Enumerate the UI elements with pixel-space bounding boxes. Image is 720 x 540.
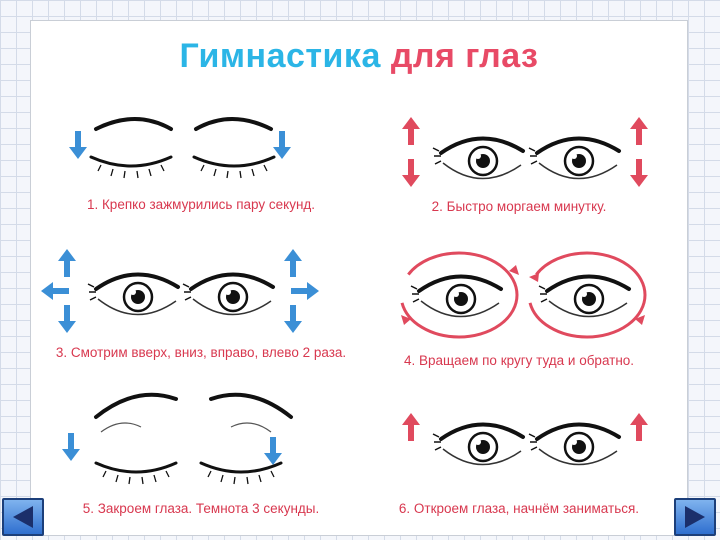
closed-eye-right-icon	[192, 117, 276, 180]
arrow-down-icon	[69, 131, 87, 159]
rotate-eyes-illustration	[399, 251, 647, 339]
arrow-down-icon	[62, 433, 80, 461]
title-part-2: для глаз	[390, 37, 539, 75]
exercise-1: 1. Крепко зажмурились пару секунд.	[41, 99, 361, 249]
closed-eye-left-icon	[94, 392, 178, 486]
open-eye-left-icon	[431, 422, 525, 467]
circular-arrow-icon	[527, 251, 647, 339]
exercise-caption: 3. Смотрим вверх, вниз, вправо, влево 2 …	[55, 345, 347, 360]
arrow-down-icon	[58, 305, 76, 333]
blinking-eyes-illustration	[402, 117, 648, 187]
closed-eyes-dark-illustration	[62, 392, 293, 486]
exercise-6: 6. Откроем глаза, начнём заниматься.	[359, 383, 679, 533]
exercise-caption: 1. Крепко зажмурились пару секунд.	[86, 197, 316, 212]
slide-title: Гимнастика для глаз	[31, 37, 687, 76]
arrow-up-icon	[402, 117, 420, 145]
circular-arrow-icon	[399, 251, 519, 339]
exercise-caption: 2. Быстро моргаем минутку.	[431, 199, 607, 214]
arrow-left-icon	[41, 282, 69, 300]
triangle-left-icon	[13, 506, 33, 528]
prev-slide-button[interactable]	[2, 498, 44, 536]
arrow-right-icon	[291, 282, 319, 300]
next-slide-button[interactable]	[674, 498, 716, 536]
closed-eyes-illustration	[69, 117, 291, 180]
exercise-4: 4. Вращаем по кругу туда и обратно.	[359, 233, 679, 383]
closed-eye-right-icon	[199, 392, 293, 486]
open-eye-right-icon	[527, 136, 621, 181]
exercise-caption: 5. Закроем глаза. Темнота 3 секунды.	[82, 501, 320, 516]
arrow-up-icon	[58, 249, 76, 277]
open-eye-right-icon	[537, 274, 631, 319]
arrow-down-icon	[273, 131, 291, 159]
exercise-5: 5. Закроем глаза. Темнота 3 секунды.	[41, 377, 361, 527]
open-eye-right-icon	[527, 422, 621, 467]
exercise-3: 3. Смотрим вверх, вниз, вправо, влево 2 …	[41, 233, 361, 383]
open-eye-left-icon	[409, 274, 503, 319]
exercise-caption: 6. Откроем глаза, начнём заниматься.	[398, 501, 640, 516]
arrow-down-icon	[630, 159, 648, 187]
exercise-2: 2. Быстро моргаем минутку.	[359, 99, 679, 249]
title-part-1: Гимнастика	[179, 37, 381, 75]
arrow-up-icon	[284, 249, 302, 277]
arrow-up-icon	[630, 413, 648, 441]
arrow-down-icon	[264, 437, 282, 465]
arrow-down-icon	[402, 159, 420, 187]
look-directions-illustration	[41, 249, 319, 333]
slide: Гимнастика для глаз 1. Крепко зажмурилис…	[30, 20, 688, 536]
closed-eye-left-icon	[89, 117, 173, 180]
open-eye-left-icon	[431, 136, 525, 181]
exercise-caption: 4. Вращаем по кругу туда и обратно.	[403, 353, 635, 368]
triangle-right-icon	[685, 506, 705, 528]
arrow-up-icon	[630, 117, 648, 145]
open-eye-right-icon	[181, 272, 275, 317]
open-eyes-illustration	[402, 413, 648, 467]
open-eye-left-icon	[86, 272, 180, 317]
arrow-up-icon	[402, 413, 420, 441]
arrow-down-icon	[284, 305, 302, 333]
